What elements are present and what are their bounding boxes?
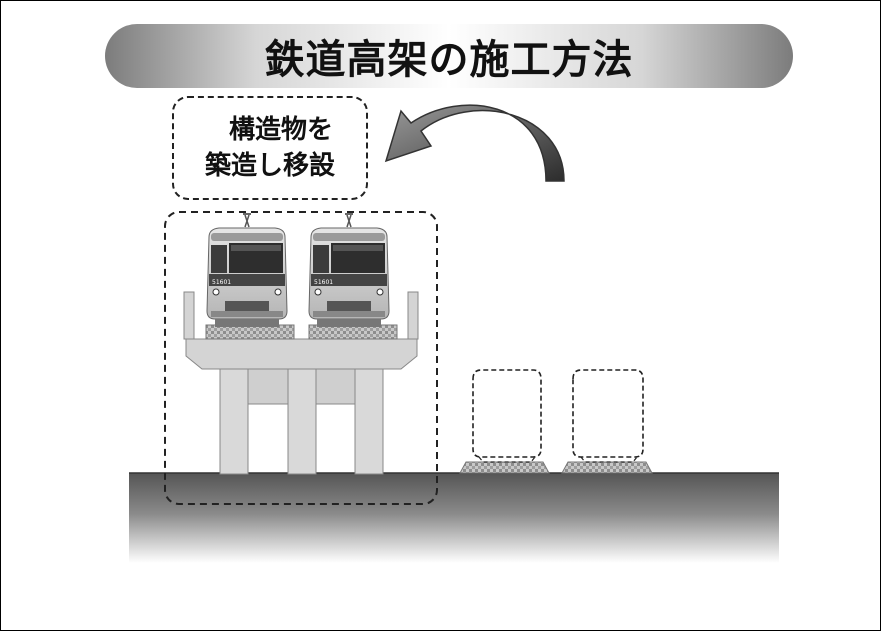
ballast-elevated-1 [205, 324, 295, 340]
slide-title: 鉄道高架の施工方法 [264, 37, 634, 83]
ground-track-2 [561, 369, 653, 474]
ground-track-1 [459, 369, 550, 474]
train-number-2: 51601 [314, 279, 333, 286]
train-outline-2 [572, 369, 644, 458]
callout-line-1: 構造物を [228, 115, 333, 145]
viaduct-deck [183, 291, 419, 370]
train-number-1: 51601 [212, 279, 231, 286]
ballast-elevated-2 [308, 324, 398, 340]
viaduct-piers [219, 367, 384, 475]
train-elevated-1 [206, 212, 288, 328]
callout-box: 構造物を 築造し移設 [172, 96, 368, 200]
viaduct-dashed-box [164, 211, 438, 505]
train-outline-1 [472, 369, 542, 458]
ground [129, 473, 779, 563]
move-arrow-icon [384, 104, 565, 182]
callout-line-2: 築造し移設 [204, 151, 335, 181]
title-banner: 鉄道高架の施工方法 [105, 24, 793, 88]
train-elevated-2 [308, 212, 390, 328]
